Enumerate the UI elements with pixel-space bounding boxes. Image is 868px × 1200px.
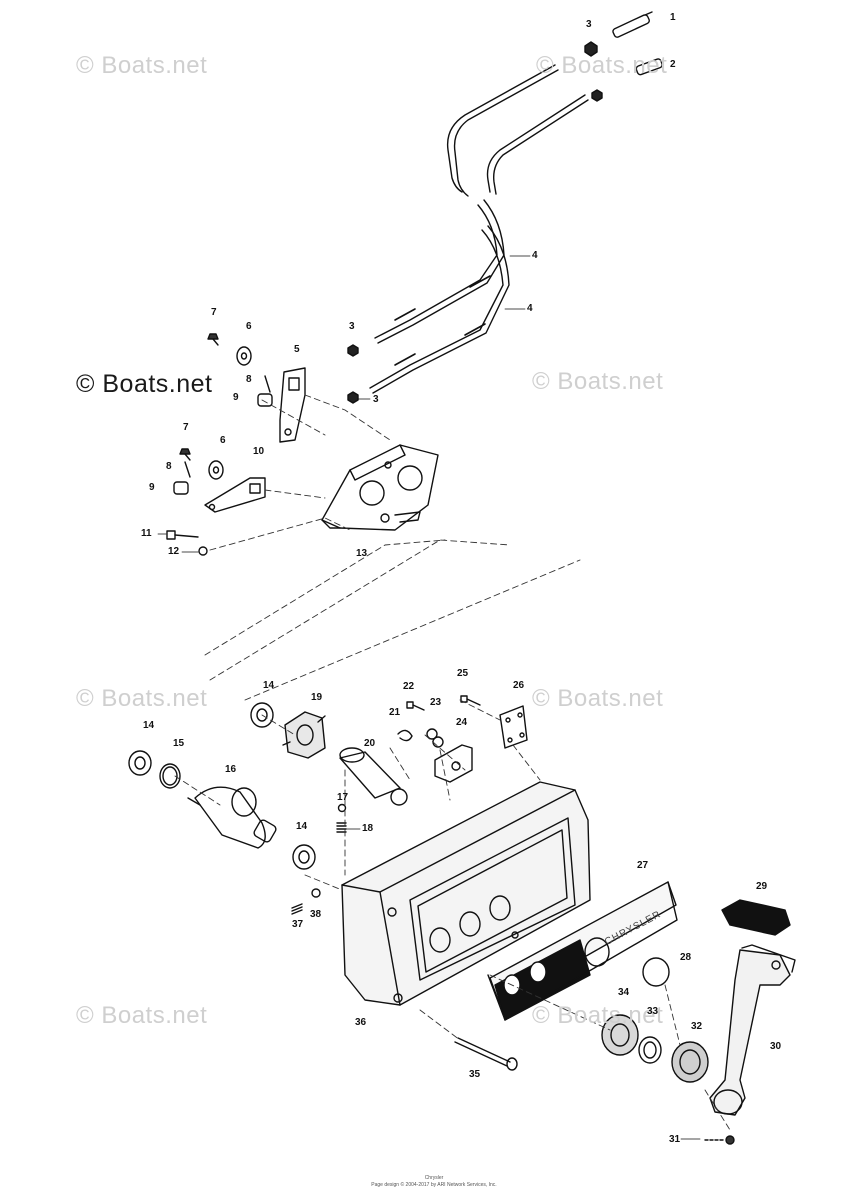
part-label[interactable]: 32: [691, 1021, 703, 1032]
part-label[interactable]: 6: [220, 435, 226, 446]
screw-22: [406, 701, 425, 711]
pin-8: [184, 375, 271, 478]
part-label[interactable]: 1: [670, 12, 676, 23]
part-label[interactable]: 9: [149, 482, 155, 493]
shift-lever-5: [279, 367, 306, 443]
hub-32: [671, 1041, 709, 1083]
footer-brand: Chrysler: [424, 1175, 444, 1181]
part-label[interactable]: 12: [168, 546, 180, 557]
screw-7: [179, 333, 219, 461]
part-label[interactable]: 14: [263, 680, 275, 691]
label-leaders: [157, 255, 701, 1140]
part-label[interactable]: 14: [143, 720, 155, 731]
part-label[interactable]: 34: [618, 987, 630, 998]
watermark: © Boats.net: [76, 52, 208, 79]
part-label[interactable]: 36: [355, 1017, 367, 1028]
part-label[interactable]: 3: [349, 321, 355, 332]
part-label[interactable]: 29: [756, 881, 768, 892]
bolt-11: [166, 530, 199, 540]
bracket-plate-13: [321, 444, 439, 531]
nameplate-27: [487, 881, 678, 1021]
footer-copyright: Page design © 2004-2017 by ARI Network S…: [371, 1182, 497, 1188]
part-label[interactable]: 8: [166, 461, 172, 472]
handle-knob-29: [721, 899, 791, 936]
washer-33: [638, 1036, 662, 1064]
switch-plate-26: [499, 705, 528, 749]
part-label[interactable]: 25: [457, 668, 469, 679]
washer-6: [208, 346, 252, 480]
bushing-34: [601, 1014, 639, 1056]
nut-3: [347, 41, 603, 404]
part-label[interactable]: 14: [296, 821, 308, 832]
part-label[interactable]: 33: [647, 1006, 659, 1017]
throttle-lever-10: [204, 477, 266, 513]
spring-37: [291, 903, 303, 915]
cam-19: [282, 711, 326, 759]
part-label[interactable]: 8: [246, 374, 252, 385]
cap-28: [642, 957, 670, 987]
part-label[interactable]: 19: [311, 692, 323, 703]
part-label[interactable]: 27: [637, 860, 649, 871]
part-label[interactable]: 4: [527, 303, 533, 314]
assembly-guide-lines: [174, 394, 731, 1131]
ball-38: [311, 888, 321, 898]
part-label[interactable]: 4: [532, 250, 538, 261]
part-label[interactable]: 7: [183, 422, 189, 433]
cable-end-pin-2: [635, 58, 663, 76]
part-label[interactable]: 10: [253, 446, 265, 457]
watermark: © Boats.net: [536, 52, 668, 79]
control-cable-lower: [369, 94, 589, 394]
part-label[interactable]: 35: [469, 1069, 481, 1080]
part-label[interactable]: 3: [373, 394, 379, 405]
watermark: © Boats.net: [76, 685, 208, 712]
part-label[interactable]: 9: [233, 392, 239, 403]
watermark-dark: © Boats.net: [76, 370, 213, 398]
part-label[interactable]: 28: [680, 952, 692, 963]
clip-21: [397, 729, 413, 742]
part-label[interactable]: 13: [356, 548, 368, 559]
part-label[interactable]: 38: [310, 909, 322, 920]
part-label[interactable]: 15: [173, 738, 185, 749]
detent-ball-17: [337, 803, 347, 813]
watermark: © Boats.net: [532, 368, 664, 395]
part-label[interactable]: 22: [403, 681, 415, 692]
part-label[interactable]: 11: [141, 528, 152, 539]
part-label[interactable]: 37: [292, 919, 304, 930]
detent-spring-18: [336, 822, 347, 833]
cable-end-pin-1: [612, 11, 653, 38]
part-label[interactable]: 26: [513, 680, 525, 691]
drive-shaft-16: [187, 786, 277, 849]
part-label[interactable]: 16: [225, 764, 237, 775]
control-handle-30: [709, 944, 796, 1116]
part-label[interactable]: 30: [770, 1041, 782, 1052]
part-label[interactable]: 24: [456, 717, 468, 728]
part-label[interactable]: 5: [294, 344, 300, 355]
part-label[interactable]: 20: [364, 738, 376, 749]
part-label[interactable]: 21: [389, 707, 401, 718]
screw-25: [460, 695, 481, 706]
control-box-36: [341, 781, 591, 1006]
part-label[interactable]: 2: [670, 59, 676, 70]
watermark: © Boats.net: [532, 685, 664, 712]
part-label[interactable]: 3: [586, 19, 592, 30]
part-label[interactable]: 17: [337, 792, 349, 803]
part-label[interactable]: 31: [669, 1134, 681, 1145]
washer-12: [198, 546, 208, 556]
drive-nut-14: [128, 702, 316, 870]
retaining-ring-15: [159, 763, 181, 789]
part-label[interactable]: 7: [211, 307, 217, 318]
plunger-20: [339, 747, 408, 806]
part-label[interactable]: 6: [246, 321, 252, 332]
watermark: © Boats.net: [532, 1002, 664, 1029]
part-label[interactable]: 18: [362, 823, 374, 834]
watermark: © Boats.net: [76, 1002, 208, 1029]
control-cable-upper: [374, 64, 559, 344]
bushing-9: [173, 393, 273, 495]
screw-31: [704, 1135, 735, 1145]
cable-fitting: [394, 275, 491, 366]
part-label[interactable]: 23: [430, 697, 442, 708]
long-bolt-35: [454, 1037, 518, 1071]
